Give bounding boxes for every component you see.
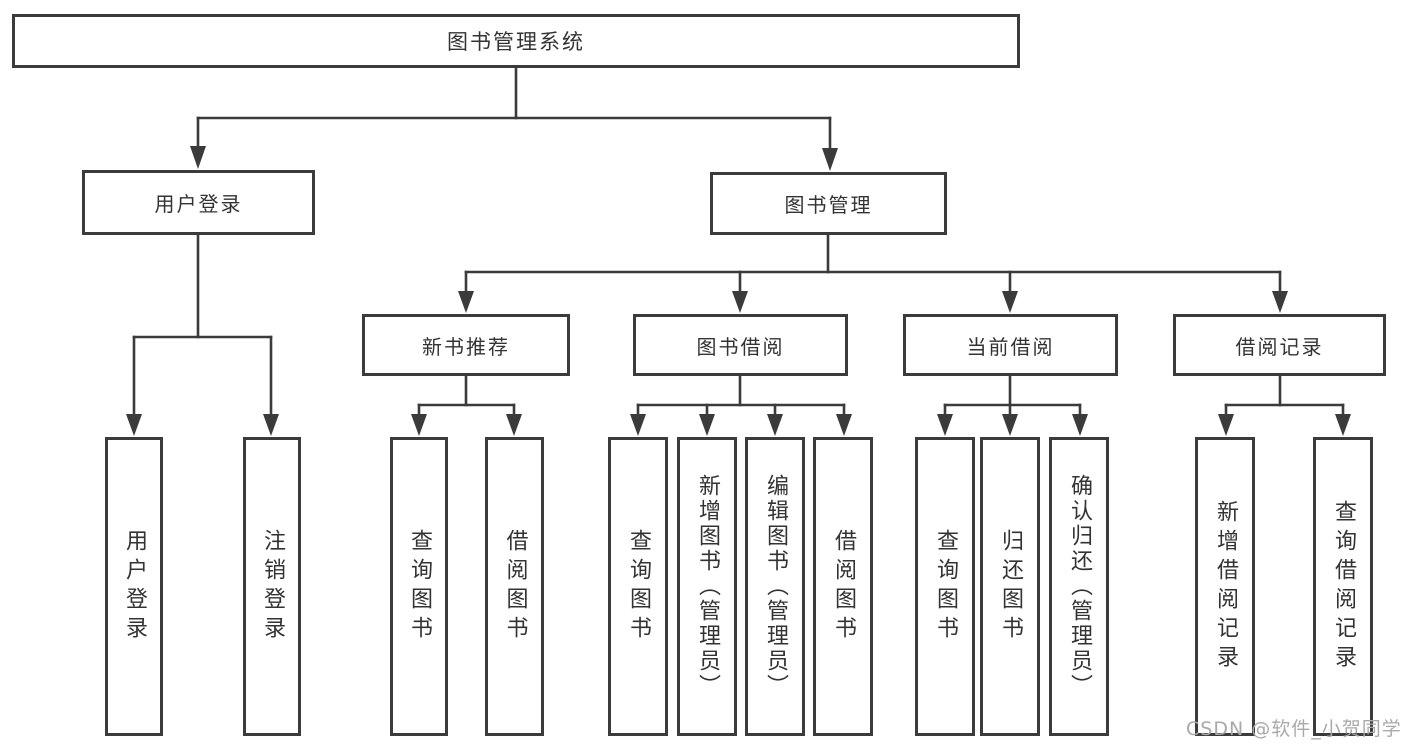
arrowhead	[126, 414, 142, 436]
leaf-query-books-current: 查询图书	[915, 437, 975, 736]
node-label: 借阅图书	[502, 528, 528, 645]
arrowhead	[732, 291, 748, 313]
node-library-management-system: 图书管理系统	[12, 14, 1020, 68]
leaf-logout: 注销登录	[243, 437, 301, 736]
arrowhead	[458, 291, 474, 313]
arrowhead	[263, 414, 279, 436]
node-label: 用户登录	[154, 192, 243, 216]
arrowhead	[1002, 291, 1018, 313]
node-label: 借阅记录	[1235, 334, 1324, 359]
node-book-borrowing: 图书借阅	[633, 314, 848, 376]
node-label: 图书管理	[784, 193, 873, 217]
leaf-query-borrow-record: 查询借阅记录	[1313, 437, 1373, 736]
leaf-add-book-admin: 新增图书（管理员）	[677, 437, 737, 736]
node-label: 图书借阅	[696, 334, 785, 359]
leaf-edit-book-admin: 编辑图书（管理员）	[745, 437, 805, 736]
arrowhead	[1002, 414, 1018, 436]
arrowhead	[411, 414, 427, 436]
arrowhead	[630, 414, 646, 436]
arrowhead	[190, 146, 206, 169]
leaf-user-login: 用户登录	[105, 437, 163, 736]
node-label: 用户登录	[122, 528, 147, 645]
arrowhead	[1335, 414, 1351, 436]
node-current-borrowing: 当前借阅	[903, 314, 1118, 376]
node-label: 查询图书	[626, 528, 651, 645]
leaf-return-book: 归还图书	[980, 437, 1040, 736]
node-user-login: 用户登录	[82, 170, 315, 235]
leaf-add-borrow-record: 新增借阅记录	[1195, 437, 1255, 736]
arrowhead	[1272, 291, 1288, 313]
leaf-query-books-borrowing: 查询图书	[608, 437, 668, 736]
leaf-borrow-books-recommend: 借阅图书	[485, 437, 544, 736]
arrowhead	[506, 414, 522, 436]
node-label: 编辑图书（管理员）	[763, 474, 788, 699]
node-label: 归还图书	[998, 528, 1023, 645]
arrowhead	[822, 148, 838, 171]
leaf-query-books-recommend: 查询图书	[390, 437, 448, 736]
arrowhead	[1218, 414, 1234, 436]
node-label: 查询图书	[407, 528, 432, 645]
csdn-watermark: CSDN @软件_小贺同学	[1186, 718, 1402, 740]
node-book-management: 图书管理	[710, 172, 947, 235]
node-label: 查询借阅记录	[1331, 499, 1356, 674]
arrowhead	[937, 414, 953, 436]
node-label: 确认归还（管理员）	[1067, 474, 1092, 699]
node-label: 注销登录	[260, 528, 285, 645]
arrowhead	[767, 414, 783, 436]
node-new-book-recommendation: 新书推荐	[362, 314, 570, 376]
arrowhead	[1072, 414, 1088, 436]
arrowhead	[699, 414, 715, 436]
node-label: 借阅图书	[831, 528, 856, 645]
arrowhead	[836, 414, 852, 436]
leaf-confirm-return-admin: 确认归还（管理员）	[1049, 437, 1109, 736]
node-borrowing-records: 借阅记录	[1173, 314, 1386, 376]
node-label: 图书管理系统	[447, 30, 585, 54]
node-label: 新增借阅记录	[1213, 499, 1238, 674]
node-label: 查询图书	[933, 528, 958, 645]
node-label: 新书推荐	[422, 334, 510, 359]
leaf-borrow-books-borrowing: 借阅图书	[813, 437, 873, 736]
arrowheads	[126, 146, 1351, 436]
node-label: 新增图书（管理员）	[695, 474, 720, 699]
node-label: 当前借阅	[966, 334, 1055, 359]
